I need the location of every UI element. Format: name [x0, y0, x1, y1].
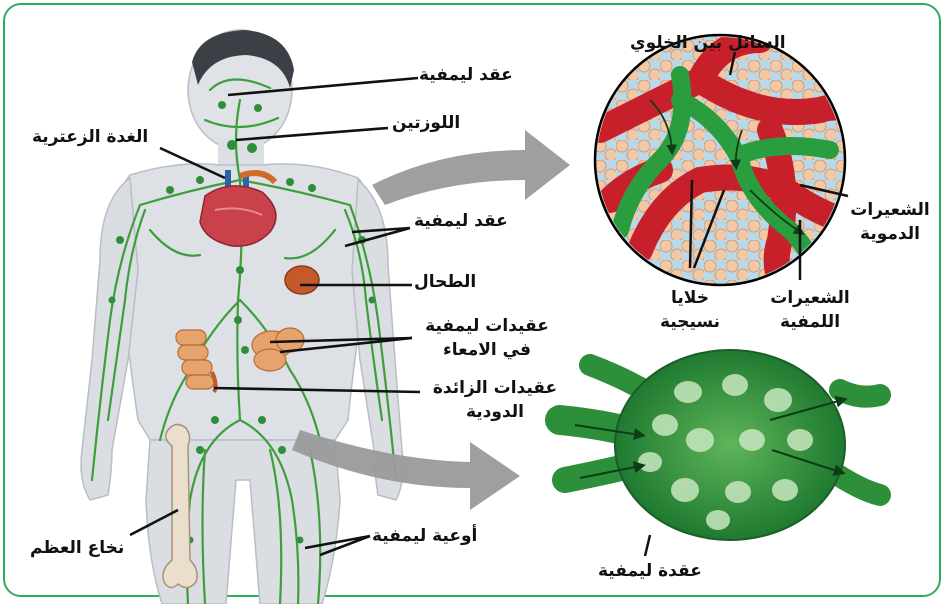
label-appendix-nodes: عقيدات الزائدة الدودية	[420, 376, 570, 424]
label-lymph-node: عقدة ليمفية	[598, 560, 702, 582]
label-tissue-cells-line2: نسيجية	[640, 310, 740, 334]
label-intestinal-nodes-line1: عقيدات ليمفية	[412, 314, 562, 338]
label-intestinal-nodes: عقيدات ليمفية في الامعاء	[412, 314, 562, 362]
label-blood-capillaries: الشعيرات الدموية	[840, 198, 940, 246]
human-body	[81, 30, 403, 604]
label-lymph-vessels: أوعية ليمفية	[372, 525, 477, 547]
label-tonsils: اللوزتين	[392, 112, 460, 134]
label-tissue-cells: خلايا نسيجية	[640, 286, 740, 334]
label-lymph-capillaries: الشعيرات اللمفية	[760, 286, 860, 334]
label-intestinal-nodes-line2: في الامعاء	[412, 338, 562, 362]
label-thymus: الغدة الزعترية	[32, 126, 148, 148]
label-spleen: الطحال	[414, 271, 476, 293]
label-appendix-nodes-line2: الدودية	[420, 400, 570, 424]
label-tissue-cells-line1: خلايا	[640, 286, 740, 310]
label-lymph-capillaries-line1: الشعيرات	[760, 286, 860, 310]
label-appendix-nodes-line1: عقيدات الزائدة	[420, 376, 570, 400]
label-blood-capillaries-line1: الشعيرات	[840, 198, 940, 222]
label-blood-capillaries-line2: الدموية	[840, 222, 940, 246]
zoom-arrow-upper	[372, 130, 570, 205]
tissue-magnification	[595, 35, 870, 300]
label-lymph-nodes-arm: عقد ليمفية	[414, 210, 508, 232]
lymph-node-illustration	[560, 350, 880, 540]
label-lymph-nodes-head: عقد ليمفية	[419, 64, 513, 86]
label-lymph-capillaries-line2: اللمفية	[760, 310, 860, 334]
label-interstitial-fluid: السائل بين الخلوي	[630, 32, 786, 54]
label-bone-marrow: نخاع العظم	[30, 537, 124, 559]
